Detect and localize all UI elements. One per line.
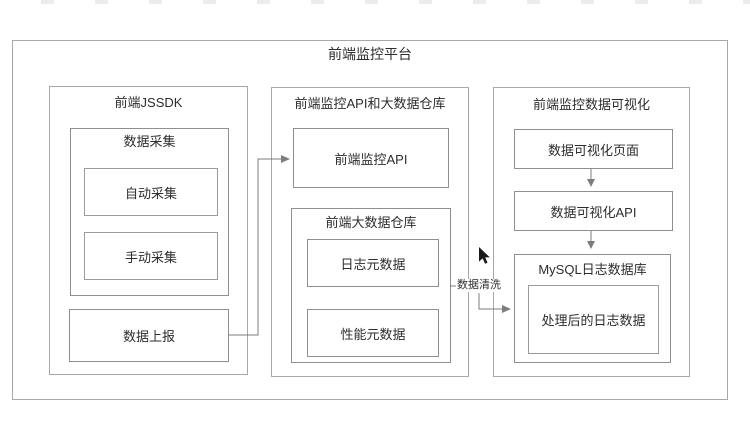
data-report-node: 数据上报 <box>69 309 229 362</box>
manual-collect-node: 手动采集 <box>84 232 218 280</box>
auto-collect-label: 自动采集 <box>124 185 177 201</box>
jssdk-column: 前端JSSDK 数据采集 自动采集 手动采集 数据上报 <box>49 86 248 375</box>
log-meta-node: 日志元数据 <box>307 239 439 287</box>
api-warehouse-column: 前端监控API和大数据仓库 前端监控API 前端大数据仓库 日志元数据 性能元数… <box>271 87 469 377</box>
viz-api-label: 数据可视化API <box>550 204 637 220</box>
mysql-box: MySQL日志数据库 处理后的日志数据 <box>514 254 671 363</box>
monitor-api-label: 前端监控API <box>334 151 408 167</box>
visualization-title: 前端监控数据可视化 <box>532 97 650 112</box>
data-collect-box: 数据采集 自动采集 手动采集 <box>70 128 229 296</box>
viz-api-node: 数据可视化API <box>514 191 673 231</box>
monitor-api-node: 前端监控API <box>293 128 449 188</box>
viz-page-node: 数据可视化页面 <box>514 129 673 169</box>
cropped-text-artifacts <box>0 0 750 4</box>
viz-page-label: 数据可视化页面 <box>547 142 639 158</box>
warehouse-title: 前端大数据仓库 <box>325 215 417 230</box>
processed-log-label: 处理后的日志数据 <box>541 313 646 328</box>
visualization-column: 前端监控数据可视化 数据可视化页面 数据可视化API MySQL日志数据库 处理… <box>493 87 690 377</box>
warehouse-box: 前端大数据仓库 日志元数据 性能元数据 <box>291 208 451 363</box>
log-meta-label: 日志元数据 <box>340 256 406 272</box>
jssdk-title: 前端JSSDK <box>114 95 183 110</box>
perf-meta-node: 性能元数据 <box>307 309 439 357</box>
auto-collect-node: 自动采集 <box>84 168 218 216</box>
data-collect-title: 数据采集 <box>123 134 176 149</box>
perf-meta-label: 性能元数据 <box>340 326 406 342</box>
mysql-title: MySQL日志数据库 <box>538 262 647 277</box>
api-warehouse-title: 前端监控API和大数据仓库 <box>294 96 446 111</box>
platform-title: 前端监控平台 <box>328 46 412 62</box>
processed-log-node: 处理后的日志数据 <box>528 285 659 354</box>
data-clean-edge-label: 数据清洗 <box>456 279 502 292</box>
data-report-label: 数据上报 <box>122 329 175 344</box>
manual-collect-label: 手动采集 <box>124 249 177 265</box>
